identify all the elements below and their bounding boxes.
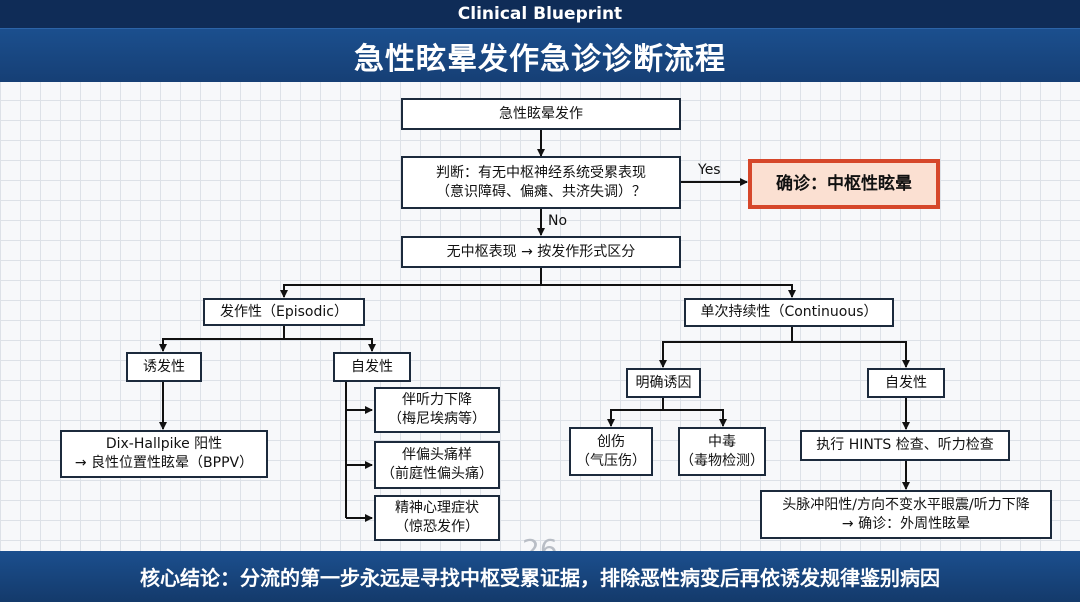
clear-cause-node: 明确诱因 xyxy=(626,368,701,398)
conclusion-bar: 核心结论：分流的第一步永远是寻找中枢受累证据，排除恶性病变后再依诱发规律鉴别病因 xyxy=(0,551,1080,602)
conclusion-text: 核心结论：分流的第一步永远是寻找中枢受累证据，排除恶性病变后再依诱发规律鉴别病因 xyxy=(140,566,940,590)
judge-node: 判断：有无中枢神经系统受累表现 （意识障碍、偏瘫、共济失调）？ xyxy=(401,156,681,209)
triggered-node: 诱发性 xyxy=(126,352,202,382)
spontaneous-episodic-node: 自发性 xyxy=(333,352,411,382)
continuous-node: 单次持续性（Continuous） xyxy=(684,298,894,327)
page-title: 急性眩晕发作急诊诊断流程 xyxy=(354,41,726,77)
edge-classify-split xyxy=(283,268,542,297)
brand-label: Clinical Blueprint xyxy=(457,4,623,24)
no-label: No xyxy=(548,213,568,229)
migraine-node: 伴偏头痛样 （前庭性偏头痛） xyxy=(374,441,500,489)
edge-episodic-split xyxy=(159,326,285,352)
yes-label: Yes xyxy=(698,162,721,178)
edge-continuous-split xyxy=(659,327,793,368)
hints-node: 执行 HINTS 检查、听力检查 xyxy=(800,430,1010,461)
brand-bar: Clinical Blueprint xyxy=(0,0,1080,28)
title-bar: 急性眩晕发作急诊诊断流程 xyxy=(0,28,1080,82)
trauma-node: 创伤 （气压伤） xyxy=(569,427,653,476)
dix-hallpike-node: Dix-Hallpike 阳性 → 良性位置性眩晕（BPPV） xyxy=(60,430,268,478)
classify-node: 无中枢表现 → 按发作形式区分 xyxy=(401,236,681,268)
episodic-node: 发作性（Episodic） xyxy=(203,298,365,326)
hearing-loss-node: 伴听力下降 （梅尼埃病等） xyxy=(374,387,500,433)
edge-to-continuous xyxy=(541,284,796,298)
psych-node: 精神心理症状 （惊恐发作） xyxy=(374,495,500,541)
edge-to-poison xyxy=(663,409,727,427)
poison-node: 中毒 （毒物检测） xyxy=(678,427,766,476)
start-node: 急性眩晕发作 xyxy=(401,98,681,130)
spontaneous-continuous-node: 自发性 xyxy=(867,368,945,398)
edge-clear-split xyxy=(607,398,664,427)
peripheral-node: 头脉冲阳性/方向不变水平眼震/听力下降 → 确诊：外周性眩晕 xyxy=(760,490,1052,539)
edge-to-spontaneous-continuous xyxy=(792,341,910,368)
central-diagnosis-node: 确诊：中枢性眩晕 xyxy=(748,159,940,209)
edge-to-spontaneous-episodic xyxy=(284,338,376,352)
